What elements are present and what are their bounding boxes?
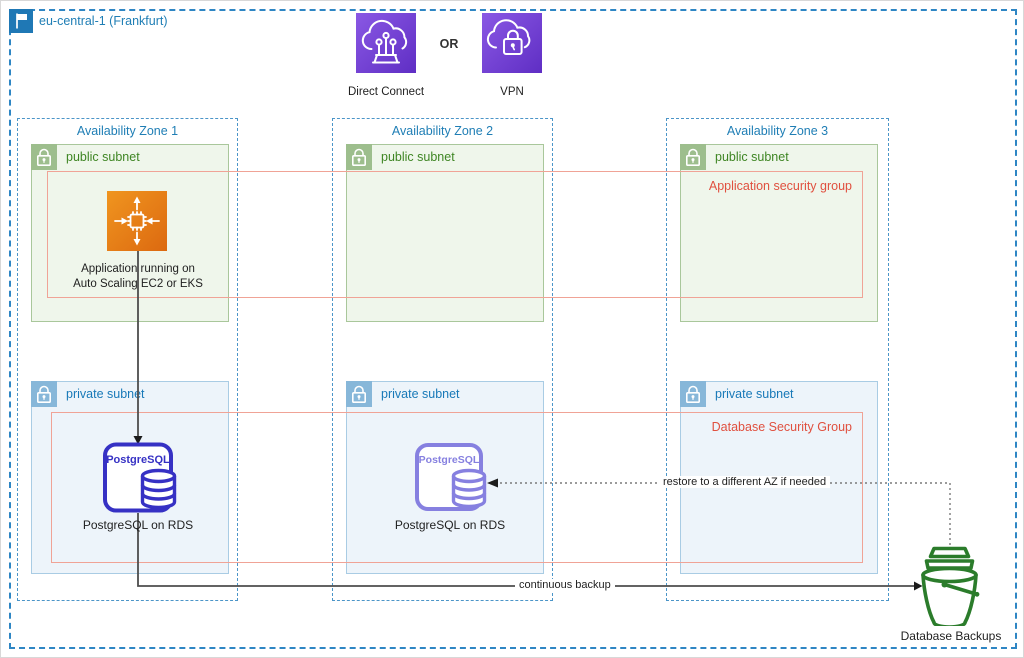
postgresql-standby-icon: PostgreSQL <box>413 441 491 522</box>
direct-connect-label: Direct Connect <box>347 86 425 98</box>
az3-title: Availability Zone 3 <box>726 124 829 138</box>
availability-zone-3: Availability Zone 3 <box>666 118 889 601</box>
postgresql-brand-text: PostgreSQL <box>419 454 480 466</box>
vpn-icon <box>482 13 542 73</box>
private-subnet-label: private subnet <box>715 387 794 401</box>
public-subnet-az3: public subnet <box>680 144 878 322</box>
ec2-auto-scaling-icon <box>107 191 167 251</box>
continuous-backup-label: continuous backup <box>515 579 615 591</box>
private-subnet-lock-icon <box>346 381 372 407</box>
postgresql-brand-text: PostgreSQL <box>106 454 170 466</box>
availability-zone-2: Availability Zone 2 <box>332 118 553 601</box>
az2-title: Availability Zone 2 <box>391 124 494 138</box>
public-subnet-lock-icon <box>31 144 57 170</box>
public-subnet-label: public subnet <box>715 150 789 164</box>
database-backups-label: Database Backups <box>900 629 1002 643</box>
private-subnet-label: private subnet <box>66 387 145 401</box>
private-subnet-lock-icon <box>680 381 706 407</box>
public-subnet-lock-icon <box>346 144 372 170</box>
public-subnet-az2: public subnet <box>346 144 544 322</box>
or-label: OR <box>439 37 459 51</box>
app-label-line1: Application running on <box>81 263 195 275</box>
az1-title: Availability Zone 1 <box>76 124 179 138</box>
restore-label: restore to a different AZ if needed <box>659 476 831 488</box>
region-boundary <box>9 9 1017 649</box>
public-subnet-label: public subnet <box>66 150 140 164</box>
database-backups-bucket-icon <box>913 538 985 631</box>
private-subnet-label: private subnet <box>381 387 460 401</box>
direct-connect-icon <box>356 13 416 73</box>
region-label: eu-central-1 (Frankfurt) <box>39 14 168 28</box>
availability-zone-1: Availability Zone 1 <box>17 118 238 601</box>
database-security-group-label: Database Security Group <box>711 420 852 434</box>
postgresql-primary-label: PostgreSQL on RDS <box>82 518 194 532</box>
postgresql-standby-label: PostgreSQL on RDS <box>394 518 506 532</box>
postgresql-primary-icon: PostgreSQL <box>101 440 181 525</box>
vpn-label: VPN <box>500 86 524 98</box>
application-security-group: Application security group <box>47 171 863 298</box>
private-subnet-lock-icon <box>31 381 57 407</box>
public-subnet-label: public subnet <box>381 150 455 164</box>
application-security-group-label: Application security group <box>708 179 852 193</box>
public-subnet-lock-icon <box>680 144 706 170</box>
app-label-line2: Auto Scaling EC2 or EKS <box>73 278 203 290</box>
region-flag-icon <box>9 9 33 33</box>
app-node-label: Application running on Auto Scaling EC2 … <box>33 262 243 292</box>
